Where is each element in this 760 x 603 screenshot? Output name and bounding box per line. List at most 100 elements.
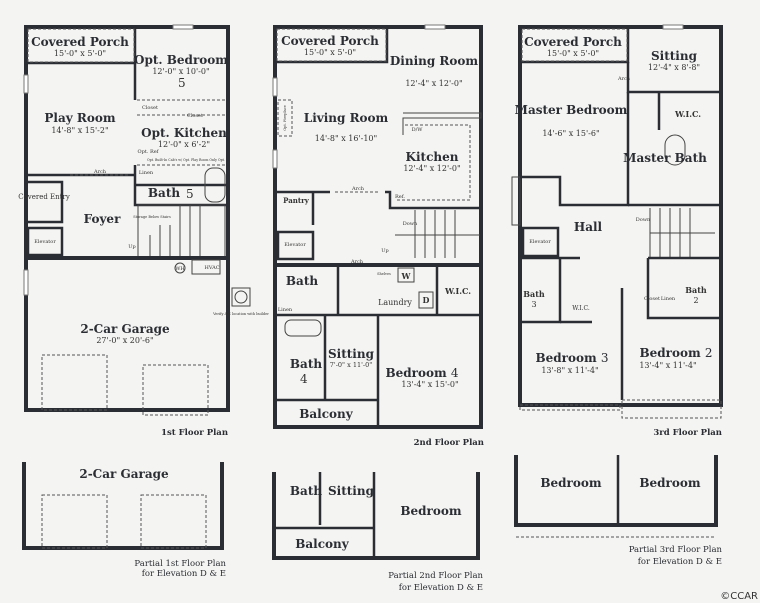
elevator-label: Elevator — [529, 239, 551, 245]
bath3-name: Bath — [523, 289, 545, 299]
storage-label: Storage Below Stairs — [133, 215, 171, 219]
bedroom2-dims: 13'-4" x 11'-4" — [639, 361, 696, 370]
f2-bath-name: Bath — [286, 274, 318, 288]
bath4-name: Bath — [290, 357, 322, 371]
living-room-dims: 14'-8" x 16'-10" — [315, 134, 377, 143]
garage-dims: 27'-0" x 20'-6" — [96, 336, 153, 345]
stairs — [149, 205, 201, 258]
arch-label: Arch — [93, 169, 107, 175]
opt-fireplace — [277, 99, 293, 137]
bedroom4-dims: 13'-4" x 15'-0" — [401, 380, 458, 389]
third-floor-caption: 3rd Floor Plan — [653, 428, 722, 438]
partial-second-floor: Bath Sitting Bedroom Balcony Partial 2nd… — [272, 472, 484, 593]
partial-first-floor: 2-Car Garage Partial 1st Floor Plan for … — [22, 462, 227, 579]
partial2-caption: Partial 2nd Floor Plan — [388, 571, 483, 581]
bath3-num: 3 — [531, 300, 536, 309]
arch-label: Arch — [351, 186, 365, 192]
balcony-label: Balcony — [299, 407, 354, 421]
f3-covered-porch-dims: 15'-0" x 5'-0" — [547, 49, 599, 58]
up-label: Up — [128, 244, 135, 250]
partial3-bedroom-a-label: Bedroom — [540, 476, 601, 490]
dryer-label: D — [423, 295, 430, 305]
f2-wic-label: W.I.C. — [444, 286, 471, 296]
garage-name: 2-Car Garage — [80, 322, 170, 336]
first-floor-caption: 1st Floor Plan — [161, 428, 228, 438]
first-floor-outline — [24, 25, 230, 412]
bedroom3-name: Bedroom 3 — [535, 351, 608, 365]
covered-entry-label: Covered Entry — [18, 193, 70, 201]
partial3-bedroom-b-label: Bedroom — [639, 476, 700, 490]
third-floor-plan: Covered Porch 15'-0" x 5'-0" Sitting 12'… — [511, 24, 723, 438]
f1-bath-name: Bath — [148, 186, 180, 200]
f1-play-room-dims: 14'-8" x 15'-2" — [51, 126, 108, 135]
f3-covered-porch-name: Covered Porch — [524, 35, 622, 49]
dining-room-dims: 12'-4" x 12'-0" — [405, 79, 462, 88]
partial2-caption-sub: for Elevation D & E — [399, 583, 483, 593]
second-floor-caption: 2nd Floor Plan — [414, 438, 484, 448]
closet-label: Closet — [644, 296, 660, 302]
pantry-label: Pantry — [283, 196, 310, 205]
f1-covered-porch-name: Covered Porch — [31, 35, 129, 49]
f2-sitting-dims: 7'-0" x 11'-0" — [330, 361, 372, 369]
master-bath-name: Master Bath — [623, 151, 707, 165]
f2-covered-porch-dims: 15'-0" x 5'-0" — [304, 48, 356, 57]
f2-covered-porch-name: Covered Porch — [281, 34, 379, 48]
second-floor-plan: Covered Porch 15'-0" x 5'-0" Dining Room… — [272, 24, 484, 448]
arch-label: Arch — [617, 76, 631, 82]
hall-label: Hall — [574, 220, 603, 234]
partial-third-floor: Bedroom Bedroom Partial 3rd Floor Plan f… — [514, 455, 723, 567]
closet-label: Closet — [142, 105, 158, 111]
washer-label: W — [401, 271, 412, 281]
verify-ac-note: Verify A/C location with builder — [212, 312, 269, 316]
partial2-sitting-label: Sitting — [328, 484, 375, 498]
opt-fireplace-label: Opt. Fireplace — [283, 105, 287, 131]
f1-opt-kitchen-name: Opt. Kitchen — [141, 126, 227, 140]
first-floor-plan: Covered Porch 15'-0" x 5'-0" Opt. Bedroo… — [18, 24, 269, 438]
f1-covered-porch-dims: 15'-0" x 5'-0" — [54, 49, 106, 58]
dining-room-name: Dining Room — [390, 54, 479, 68]
partial1-caption-sub: for Elevation D & E — [142, 569, 226, 579]
f1-play-room-name: Play Room — [44, 111, 115, 125]
master-bedroom-dims: 14'-6" x 15'-6" — [542, 129, 599, 138]
down-label: Down — [636, 217, 651, 223]
f3-sitting-name: Sitting — [651, 49, 698, 63]
partial3-caption-sub: for Elevation D & E — [638, 557, 722, 567]
f1-opt-bedroom-name: Opt. Bedroom — [134, 53, 228, 67]
foyer-label: Foyer — [84, 212, 121, 226]
hvac-label: HVAC — [204, 265, 219, 271]
builtins-note: Opt. Built-In Cab's w/ Opt. Play Room On… — [147, 158, 225, 162]
bathtub — [204, 167, 226, 203]
kitchen-name: Kitchen — [406, 150, 459, 164]
water-heater-label: WH — [175, 266, 185, 272]
partial1-caption: Partial 1st Floor Plan — [134, 559, 226, 569]
partial2-bath-label: Bath — [290, 484, 322, 498]
f3-sitting-dims: 12'-4" x 8'-8" — [648, 63, 700, 72]
elevator-label: Elevator — [284, 242, 306, 248]
f1-opt-kitchen-dims: 12'-0" x 6'-2" — [158, 140, 210, 149]
master-bedroom-name: Master Bedroom — [515, 103, 628, 117]
living-room-name: Living Room — [304, 111, 389, 125]
bedroom4-name: Bedroom 4 — [385, 366, 458, 380]
shelves-label: Shelves — [377, 272, 391, 276]
bedroom3-dims: 13'-8" x 11'-4" — [541, 366, 598, 375]
bedroom2-name: Bedroom 2 — [639, 346, 712, 360]
closet-label: Closet — [187, 113, 203, 119]
opt-ref-label: Opt. Ref — [137, 149, 159, 155]
stairs — [395, 210, 480, 258]
partial3-caption: Partial 3rd Floor Plan — [629, 545, 723, 555]
bath2-name: Bath — [685, 285, 707, 295]
copyright-watermark: ©CCAR — [720, 591, 758, 602]
kitchen-dims: 12'-4" x 12'-0" — [403, 164, 460, 173]
partial2-bedroom-label: Bedroom — [400, 504, 461, 518]
laundry-label: Laundry — [378, 298, 412, 307]
stairs — [649, 208, 715, 258]
elevator-label: Elevator — [34, 239, 56, 245]
arch-label: Arch — [350, 259, 364, 265]
ac-unit-icon — [231, 287, 251, 307]
f1-opt-bedroom-num: 5 — [178, 76, 186, 90]
f2-sitting-name: Sitting — [328, 347, 375, 361]
down-label: Down — [403, 221, 418, 227]
partial1-garage-label: 2-Car Garage — [79, 467, 169, 481]
linen-label: Linen — [139, 170, 154, 176]
